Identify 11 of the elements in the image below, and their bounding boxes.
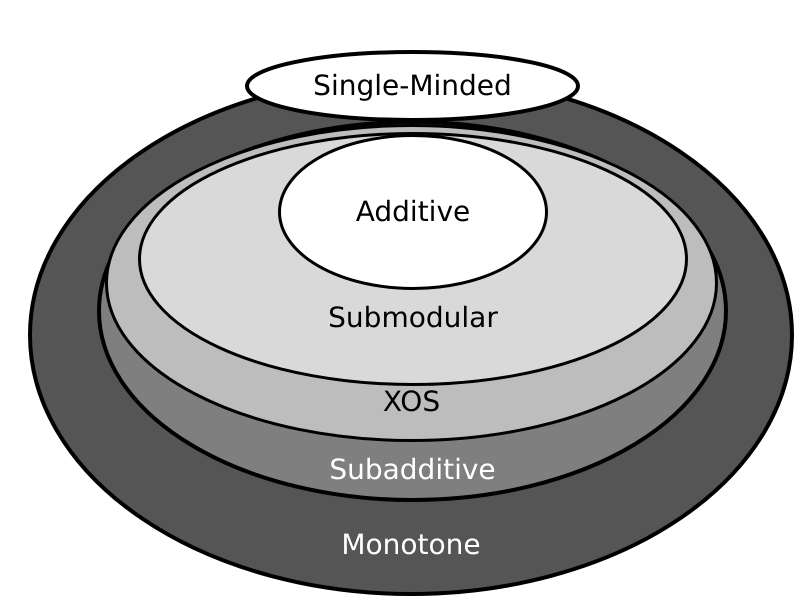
region-label: Monotone (341, 528, 481, 562)
region-label: Subadditive (329, 453, 496, 487)
ellipse-region (105, 124, 718, 442)
region-label: XOS (382, 385, 440, 419)
region-label: Single-Minded (313, 69, 512, 103)
ellipse-region (245, 50, 580, 122)
region-label: Additive (356, 195, 470, 229)
ellipse-region (278, 134, 548, 290)
region-label: Submodular (328, 301, 498, 335)
ellipse-region (138, 132, 688, 386)
ellipse-region (97, 120, 728, 502)
